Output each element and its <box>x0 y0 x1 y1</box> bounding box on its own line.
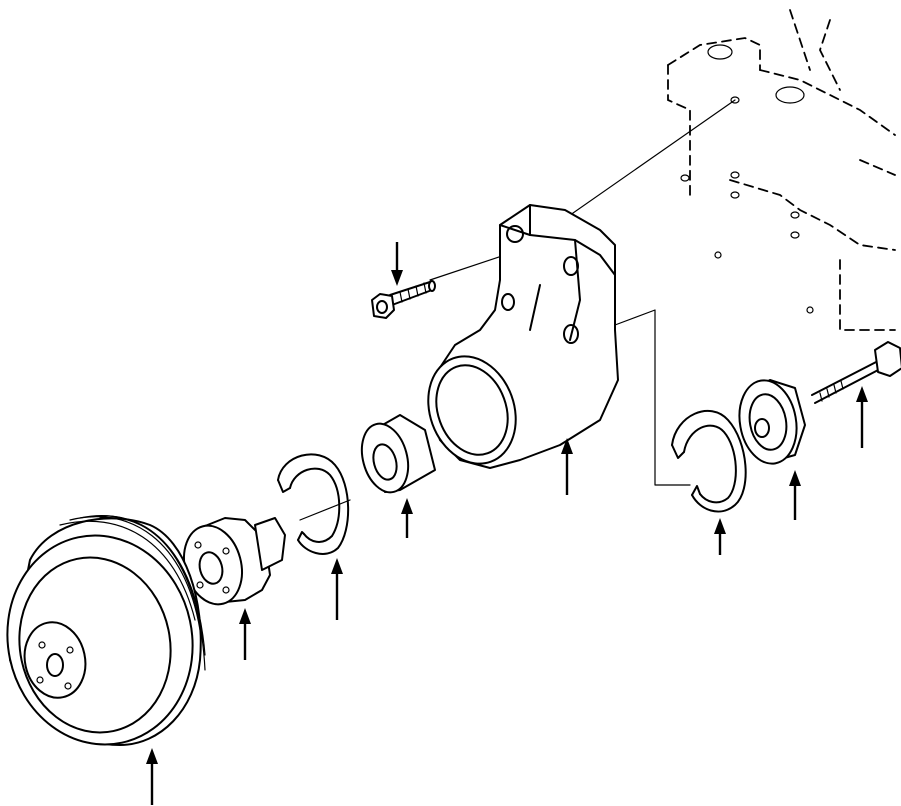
arrow-mounting-bracket <box>561 438 573 495</box>
idler-capscrew <box>811 341 901 404</box>
centerline-idler <box>614 309 691 486</box>
bracket-capscrew <box>371 280 436 319</box>
arrow-retaining-ring-front <box>331 558 343 620</box>
arrow-spacer-bushing <box>401 498 413 538</box>
idler-pulley <box>738 379 806 465</box>
engine-block <box>667 9 896 331</box>
pulley <box>6 515 206 746</box>
retaining-ring-front <box>277 453 350 555</box>
arrow-retaining-ring-rear <box>714 518 726 555</box>
retaining-ring-rear <box>671 409 747 513</box>
hub <box>183 517 286 606</box>
arrow-pulley <box>146 748 158 805</box>
mounting-bracket <box>427 204 619 469</box>
arrow-hub <box>239 608 251 660</box>
spacer-bushing <box>360 414 436 494</box>
arrow-idler-capscrew <box>856 386 868 448</box>
arrow-bracket-capscrew <box>391 242 403 286</box>
arrow-idler-pulley <box>789 470 801 520</box>
